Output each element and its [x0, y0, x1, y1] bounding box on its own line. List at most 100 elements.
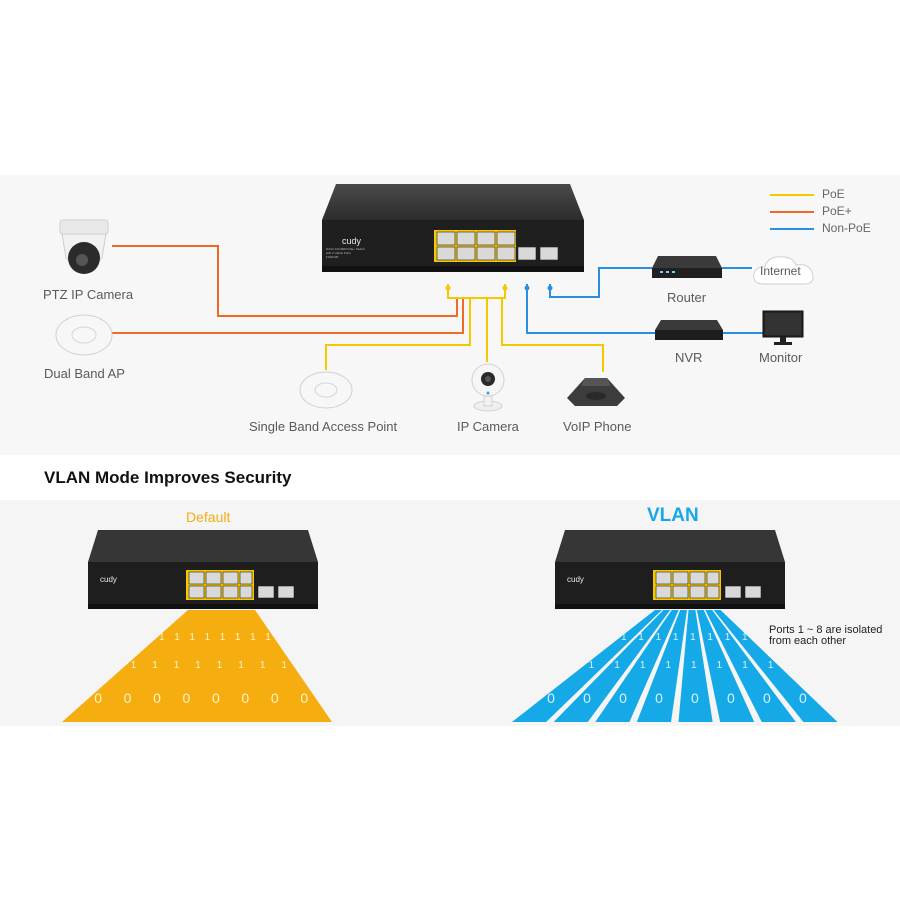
single-band-ap-label: Single Band Access Point: [249, 419, 398, 434]
nvr-non-poe-line: [526, 284, 655, 334]
binary-glyph: 1: [250, 632, 256, 643]
poe-port-dot: [502, 285, 508, 291]
vlan-port-beam: [636, 610, 687, 722]
binary-glyph: 1: [742, 632, 748, 643]
binary-glyph: 0: [619, 690, 627, 706]
binary-glyph: 1: [638, 632, 644, 643]
vlan-port-beam: [595, 610, 679, 722]
binary-glyph: 1: [665, 660, 671, 671]
switch-model: FS1010P: [326, 255, 339, 259]
dual-band-ap-label: Dual Band AP: [44, 366, 125, 381]
binary-glyph: 1: [131, 660, 137, 671]
legend-swatch: [770, 194, 814, 196]
legend-label: PoE: [822, 187, 845, 201]
binary-glyph: 0: [763, 690, 771, 706]
ptz-camera-icon: [59, 219, 109, 274]
internet-label: Internet: [760, 264, 801, 278]
uplink-port-dot: [547, 285, 553, 291]
switch-brand: cudy: [100, 575, 117, 584]
voip-phone-poe-line: [501, 298, 604, 372]
binary-glyph: 1: [281, 660, 287, 671]
binary-glyph: 0: [691, 690, 699, 706]
switch-uplink-ports: [517, 246, 559, 261]
legend-swatch: [770, 211, 814, 213]
binary-glyph: 1: [621, 632, 627, 643]
binary-glyph: 1: [717, 660, 723, 671]
voip-phone-label: VoIP Phone: [563, 419, 632, 434]
binary-glyph: 1: [589, 660, 595, 671]
ptz-camera-label: PTZ IP Camera: [43, 287, 134, 302]
binary-glyph: 1: [656, 632, 662, 643]
binary-glyph: 1: [742, 660, 748, 671]
vlan-port-beam: [512, 610, 662, 722]
binary-glyph: 1: [238, 660, 244, 671]
voip-phone-icon: [567, 378, 625, 406]
vlan-mode-switch: cudy: [555, 530, 785, 609]
nvr-label: NVR: [675, 350, 703, 365]
router-icon: [652, 256, 722, 278]
dual-band-ap-poe-plus-line: [112, 298, 464, 334]
legend-swatch: [770, 228, 814, 230]
binary-glyph: 0: [547, 690, 555, 706]
legend-label: Non-PoE: [822, 221, 871, 235]
binary-glyph: 1: [640, 660, 646, 671]
vlan-section-title: VLAN Mode Improves Security: [44, 468, 292, 487]
nvr-icon: [655, 320, 723, 340]
monitor-label: Monitor: [759, 350, 803, 365]
binary-glyph: 0: [727, 690, 735, 706]
binary-glyph: 0: [655, 690, 663, 706]
binary-glyph: 0: [583, 690, 591, 706]
poe-switch: cudy 8-Port 10/100M PoE+ Switch with 2 U…: [322, 184, 584, 272]
binary-glyph: 1: [691, 660, 697, 671]
default-mode-label: Default: [186, 509, 231, 525]
vlan-mode-label: VLAN: [647, 505, 699, 526]
binary-glyph: 0: [241, 690, 249, 706]
vlan-port-beam: [713, 610, 838, 722]
binary-glyph: 0: [300, 690, 308, 706]
binary-glyph: 1: [217, 660, 223, 671]
vlan-port-beam: [553, 610, 671, 722]
vlan-port-beam: [678, 610, 713, 722]
ip-camera-icon: [471, 363, 505, 412]
switch-brand: cudy: [342, 236, 362, 246]
port-isolation-note: Ports 1 ~ 8 are isolated from each other: [769, 625, 894, 647]
switch-caption-2: with 2 Uplink Ports: [326, 251, 351, 255]
binary-glyph: 1: [614, 660, 620, 671]
switch-poe-ports: [434, 230, 516, 262]
router-label: Router: [667, 290, 707, 305]
binary-glyph: 1: [174, 632, 180, 643]
binary-glyph: 0: [271, 690, 279, 706]
binary-glyph: 1: [220, 632, 226, 643]
single-band-ap-icon: [299, 371, 353, 409]
binary-glyph: 1: [195, 660, 201, 671]
internet-cloud-icon: [753, 256, 814, 285]
single-band-ap-poe-line: [325, 298, 471, 370]
router-non-poe-line: [549, 267, 652, 298]
binary-glyph: 1: [265, 632, 271, 643]
binary-glyph: 1: [673, 632, 679, 643]
binary-glyph: 1: [768, 660, 774, 671]
binary-glyph: 1: [159, 632, 165, 643]
binary-glyph: 0: [183, 690, 191, 706]
legend-label: PoE+: [822, 204, 852, 218]
binary-glyph: 1: [725, 632, 731, 643]
note-line-1: Ports 1 ~ 8 are isolated: [769, 624, 883, 636]
binary-glyph: 1: [205, 632, 211, 643]
binary-glyph: 1: [707, 632, 713, 643]
uplink-port-dot: [524, 285, 530, 291]
binary-glyph: 0: [124, 690, 132, 706]
switch-poe-bus-line: [447, 284, 506, 299]
binary-glyph: 0: [153, 690, 161, 706]
ip-camera-label: IP Camera: [457, 419, 519, 434]
note-line-2: from each other: [769, 635, 847, 647]
binary-glyph: 1: [690, 632, 696, 643]
binary-glyph: 1: [235, 632, 241, 643]
binary-glyph: 0: [212, 690, 220, 706]
switch-brand: cudy: [567, 575, 584, 584]
dual-band-ap-icon: [55, 314, 113, 356]
binary-glyph: 0: [94, 690, 102, 706]
vlan-port-beam: [705, 610, 796, 722]
